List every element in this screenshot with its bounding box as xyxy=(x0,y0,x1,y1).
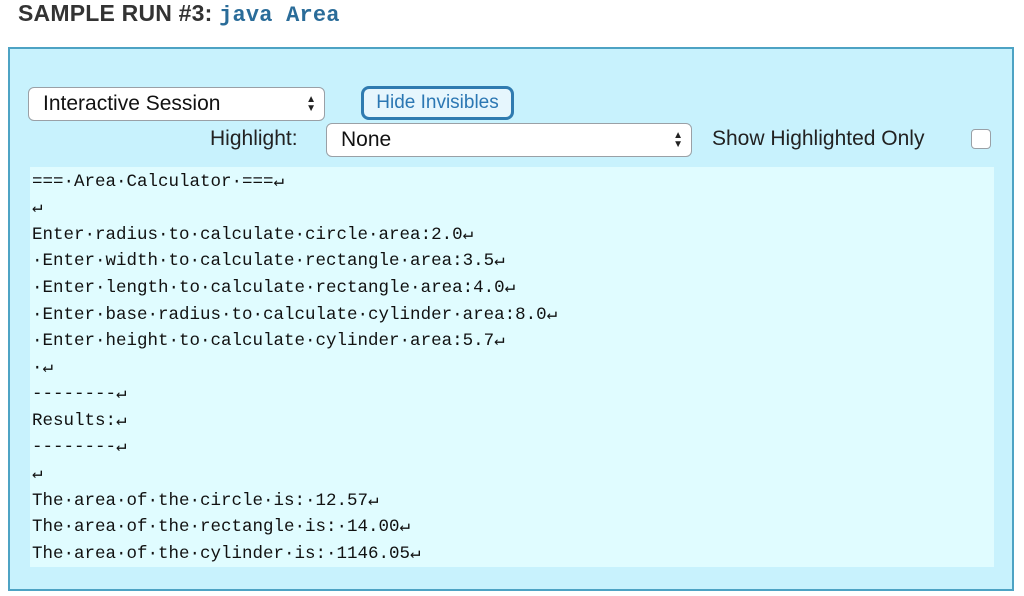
show-highlighted-checkbox[interactable] xyxy=(971,129,991,149)
select-arrows-icon: ▲▼ xyxy=(306,94,316,114)
sample-run-title: SAMPLE RUN #3: xyxy=(18,0,213,26)
output-line: --------↵ xyxy=(32,437,127,457)
output-line: ↵ xyxy=(32,198,43,218)
session-select-value: Interactive Session xyxy=(43,92,221,115)
sample-run-heading: SAMPLE RUN #3: java Area xyxy=(18,0,340,30)
output-line: ·Enter·width·to·calculate·rectangle·area… xyxy=(32,251,505,271)
output-line: ·Enter·height·to·calculate·cylinder·area… xyxy=(32,331,505,351)
output-line: ·Enter·length·to·calculate·rectangle·are… xyxy=(32,278,516,298)
highlight-label: Highlight: xyxy=(210,127,298,150)
output-line: --------↵ xyxy=(32,384,127,404)
output-line: Results:↵ xyxy=(32,411,127,431)
session-panel: Interactive Session ▲▼ Hide Invisibles H… xyxy=(8,47,1014,591)
command-text: java Area xyxy=(219,3,340,28)
highlight-select-value: None xyxy=(341,128,392,151)
output-line: The·area·of·the·rectangle·is:·14.00↵ xyxy=(32,517,411,537)
highlight-select[interactable]: None ▲▼ xyxy=(326,123,692,157)
console-output: ===·Area·Calculator·===↵ ↵ Enter·radius·… xyxy=(30,167,994,567)
output-line: ·Enter·base·radius·to·calculate·cylinder… xyxy=(32,305,558,325)
session-select[interactable]: Interactive Session ▲▼ xyxy=(28,87,325,121)
output-line: The·area·of·the·circle·is:·12.57↵ xyxy=(32,491,379,511)
output-line: Enter·radius·to·calculate·circle·area:2.… xyxy=(32,225,474,245)
output-line: ===·Area·Calculator·===↵ xyxy=(32,172,285,192)
show-highlighted-label: Show Highlighted Only xyxy=(712,127,925,150)
output-line: ↵ xyxy=(32,464,43,484)
output-line: The·area·of·the·cylinder·is:·1146.05↵ xyxy=(32,544,421,564)
select-arrows-icon: ▲▼ xyxy=(673,130,683,150)
hide-invisibles-button[interactable]: Hide Invisibles xyxy=(361,86,514,120)
output-line: ·↵ xyxy=(32,358,54,378)
